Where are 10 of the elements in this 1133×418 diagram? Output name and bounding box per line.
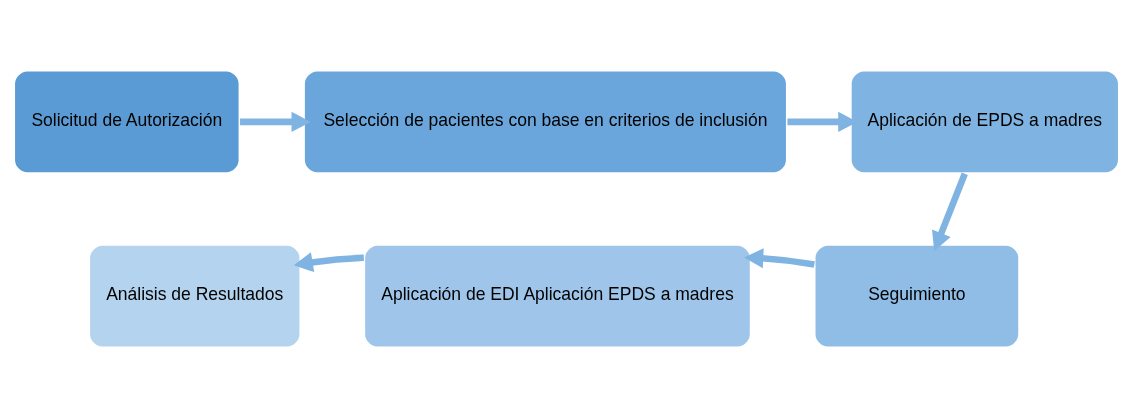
- arrow: [744, 248, 815, 269]
- arrow: [293, 252, 364, 273]
- node-box: Aplicación de EPDS a madres: [849, 69, 1121, 175]
- node-box: Aplicación de EDI Aplicación EPDS a madres: [362, 243, 752, 349]
- node-box: Seguimiento: [813, 243, 1021, 349]
- node-box: Solicitud de Autorización: [12, 69, 241, 175]
- arrow: [931, 172, 968, 251]
- arrow: [240, 111, 311, 132]
- node-box: Selección de pacientes con base en criterios de inclusión: [302, 69, 789, 175]
- node-box: Análisis de Resultados: [87, 243, 302, 349]
